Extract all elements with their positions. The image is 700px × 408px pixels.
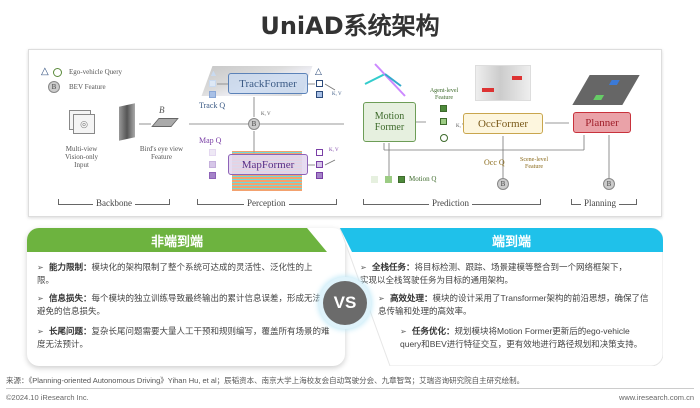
stage-prediction: Prediction	[429, 198, 472, 208]
ego-query-circle	[440, 134, 448, 142]
bev-symbol: B	[159, 105, 165, 115]
trackformer-box: TrackFormer	[228, 73, 308, 94]
non-end-to-end-panel: 非端到端 ➢能力限制：模块化的架构限制了整个系统可达成的灵活性、泛化性的上限。 …	[27, 228, 345, 366]
source-note: 来源：《Planning-oriented Autonomous Driving…	[6, 376, 525, 385]
item-title: 长尾问题：	[49, 326, 92, 336]
b-label: B	[51, 83, 57, 91]
item-text: 模块的设计采用了Transformer架构的前沿思想，确保了信息传输和处理的高效…	[378, 293, 649, 316]
vs-badge: VS	[323, 281, 367, 325]
item-title: 任务优化：	[412, 326, 455, 336]
triangle-icon: △	[41, 66, 49, 77]
agent-feature-square	[440, 118, 447, 125]
occformer-box: OccFormer	[463, 113, 543, 134]
occ-q-label: Occ Q	[484, 158, 505, 167]
track-output-square	[316, 80, 323, 87]
list-item: ➢ 任务优化：规划模块将Motion Former更新后的ego-vehicle …	[400, 325, 650, 350]
b-label: B	[606, 180, 612, 188]
item-text: 规划模块将Motion Former更新后的ego-vehicle query和…	[400, 326, 643, 349]
arrow-bullet-icon: ➢	[37, 294, 44, 303]
b-label: B	[251, 120, 257, 128]
kv-label: K, V	[456, 124, 466, 129]
planner-box: Planner	[573, 112, 631, 133]
map-output-square	[316, 149, 323, 156]
panel-header-bg	[27, 228, 327, 252]
arrow-bullet-icon: ➢	[400, 327, 407, 336]
copyright: ©2024.10 iResearch Inc.	[6, 393, 89, 402]
arrow-bullet-icon: ➢	[360, 263, 367, 272]
list-item: ➢ 高效处理：模块的设计采用了Transformer架构的前沿思想，确保了信息传输…	[378, 292, 653, 317]
list-item: ➢ 信息损失：每个模块的独立训练导致最终输出的累计信息误差，形成无法避免的信息损失…	[37, 292, 322, 317]
motion-q-label: Motion Q	[409, 175, 437, 183]
stage-planning: Planning	[581, 198, 620, 208]
b-label: B	[500, 180, 506, 188]
camera-icon: ◎	[73, 114, 95, 134]
end-to-end-panel: 端到端 ➢ 全栈任务：将目标检测、跟踪、场景建模等整合到一个网络框架下，实现以全栈…	[330, 228, 663, 366]
website-link[interactable]: www.iresearch.com.cn	[618, 393, 694, 402]
bev-b-icon: B	[497, 178, 509, 190]
arrow-bullet-icon: ➢	[37, 263, 44, 272]
mapformer-box: MapFormer	[228, 154, 308, 175]
agent-feature-label: Agent-level Feature	[429, 88, 459, 101]
bev-b-icon: B	[603, 178, 615, 190]
track-query-square	[209, 91, 216, 98]
panel-header: 端到端	[491, 233, 531, 249]
agent-feature-square	[440, 105, 447, 112]
list-item: ➢ 能力限制：模块化的架构限制了整个系统可达成的灵活性、泛化性的上限。	[37, 261, 322, 286]
uniad-architecture-diagram: △ Ego-vehicle Query B BEV Feature ◎ B Mu…	[28, 49, 662, 217]
legend-ego-query: Ego-vehicle Query	[69, 68, 123, 76]
stage-backbone: Backbone	[93, 198, 135, 208]
list-item: ➢ 全栈任务：将目标检测、跟踪、场景建模等整合到一个网络框架下，实现以全栈驾驶任务…	[360, 261, 630, 286]
item-text: 模块化的架构限制了整个系统可达成的灵活性、泛化性的上限。	[37, 262, 313, 285]
panel-bg	[339, 228, 663, 366]
triangle-icon: △	[315, 66, 322, 76]
legend-bev-feature: BEV Feature	[69, 83, 106, 91]
motion-query-square	[385, 176, 392, 183]
map-query-square	[209, 161, 216, 168]
map-output-square	[316, 161, 323, 168]
kv-label: K, V	[329, 148, 339, 153]
track-query-square	[209, 80, 216, 87]
bev-b-icon: B	[248, 118, 260, 130]
map-query-square	[209, 149, 216, 156]
arrow-bullet-icon: ➢	[37, 327, 44, 336]
item-text: 每个模块的独立训练导致最终输出的累计信息误差，形成无法避免的信息损失。	[37, 293, 322, 316]
item-title: 全栈任务：	[372, 262, 415, 272]
trajectory-image	[364, 63, 406, 97]
item-title: 能力限制：	[49, 262, 92, 272]
item-title: 高效处理：	[390, 293, 433, 303]
map-output-square	[316, 172, 323, 179]
motionformer-box: Motion Former	[363, 102, 416, 142]
footer-divider	[6, 388, 694, 389]
list-item: ➢ 长尾问题：复杂长尾问题需要大量人工干预和规则编写，覆盖所有场景的难度无法预计。	[37, 325, 337, 350]
bev-b-icon: B	[48, 81, 60, 93]
bev-label: Bird's eye view Feature	[139, 145, 184, 162]
motion-query-square	[371, 176, 378, 183]
item-text: 将目标检测、跟踪、场景建模等整合到一个网络框架下，实现以全栈驾驶任务为目标的通用…	[360, 262, 628, 285]
map-q-label: Map Q	[199, 136, 222, 145]
occupancy-image	[475, 65, 531, 101]
track-output-square	[316, 91, 323, 98]
arrow-bullet-icon: ➢	[378, 294, 385, 303]
page-title: UniAD系统架构	[260, 12, 440, 40]
triangle-icon: ▲	[209, 68, 218, 78]
feature-extractor-icon	[119, 103, 135, 141]
panel-header: 非端到端	[150, 233, 203, 249]
track-q-label: Track Q	[199, 101, 226, 110]
kv-label: K, V	[261, 112, 271, 117]
item-title: 信息损失：	[49, 293, 92, 303]
kv-label: K, V	[332, 92, 342, 97]
map-query-square	[209, 172, 216, 179]
input-label: Multi-view Vision-only Input	[64, 145, 99, 170]
stage-perception: Perception	[244, 198, 289, 208]
item-text: 复杂长尾问题需要大量人工干预和规则编写，覆盖所有场景的难度无法预计。	[37, 326, 330, 349]
scene-feature-label: Scene-level Feature	[520, 157, 548, 170]
motion-query-square	[398, 176, 405, 183]
circle-icon	[53, 68, 62, 77]
